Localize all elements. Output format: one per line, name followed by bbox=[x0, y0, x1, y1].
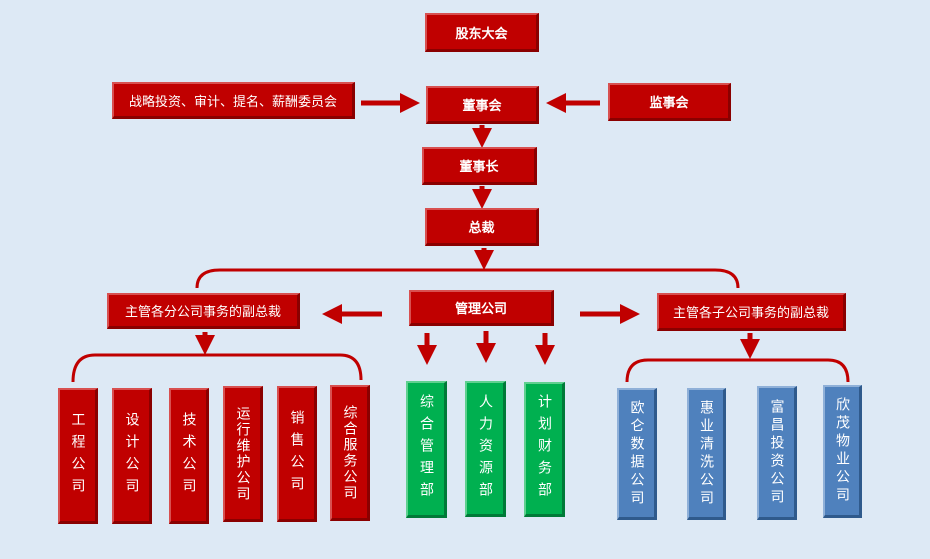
bracket-right bbox=[625, 358, 850, 383]
node-shareholders: 股东大会 bbox=[425, 13, 539, 52]
node-vp-subsidiaries: 主管各子公司事务的副总裁 bbox=[657, 293, 846, 331]
department-0: 综合管理部 bbox=[406, 381, 447, 518]
node-management: 管理公司 bbox=[409, 290, 554, 326]
subsidiary-3: 欣茂物业公司 bbox=[823, 385, 862, 518]
node-chairman: 董事长 bbox=[422, 147, 537, 185]
department-1: 人力资源部 bbox=[465, 381, 506, 517]
branch-1: 设计公司 bbox=[112, 388, 152, 524]
branch-5: 综合服务公司 bbox=[330, 385, 370, 521]
subsidiary-0: 欧仑数据公司 bbox=[617, 388, 657, 520]
branch-0: 工程公司 bbox=[58, 388, 98, 524]
branch-2: 技术公司 bbox=[169, 388, 209, 524]
branch-3: 运行维护公司 bbox=[223, 386, 263, 522]
node-president: 总裁 bbox=[425, 208, 539, 246]
department-2: 计划财务部 bbox=[524, 382, 565, 517]
branch-4: 销售公司 bbox=[277, 386, 317, 522]
node-board: 董事会 bbox=[426, 86, 539, 124]
node-supervisors: 监事会 bbox=[608, 83, 731, 121]
subsidiary-2: 富昌投资公司 bbox=[757, 386, 797, 520]
bracket-left bbox=[71, 353, 363, 383]
subsidiary-1: 惠业清洗公司 bbox=[687, 388, 726, 520]
node-committees: 战略投资、审计、提名、薪酬委员会 bbox=[112, 82, 355, 119]
node-vp-branches: 主管各分公司事务的副总裁 bbox=[107, 293, 300, 329]
bracket-top bbox=[195, 268, 740, 289]
